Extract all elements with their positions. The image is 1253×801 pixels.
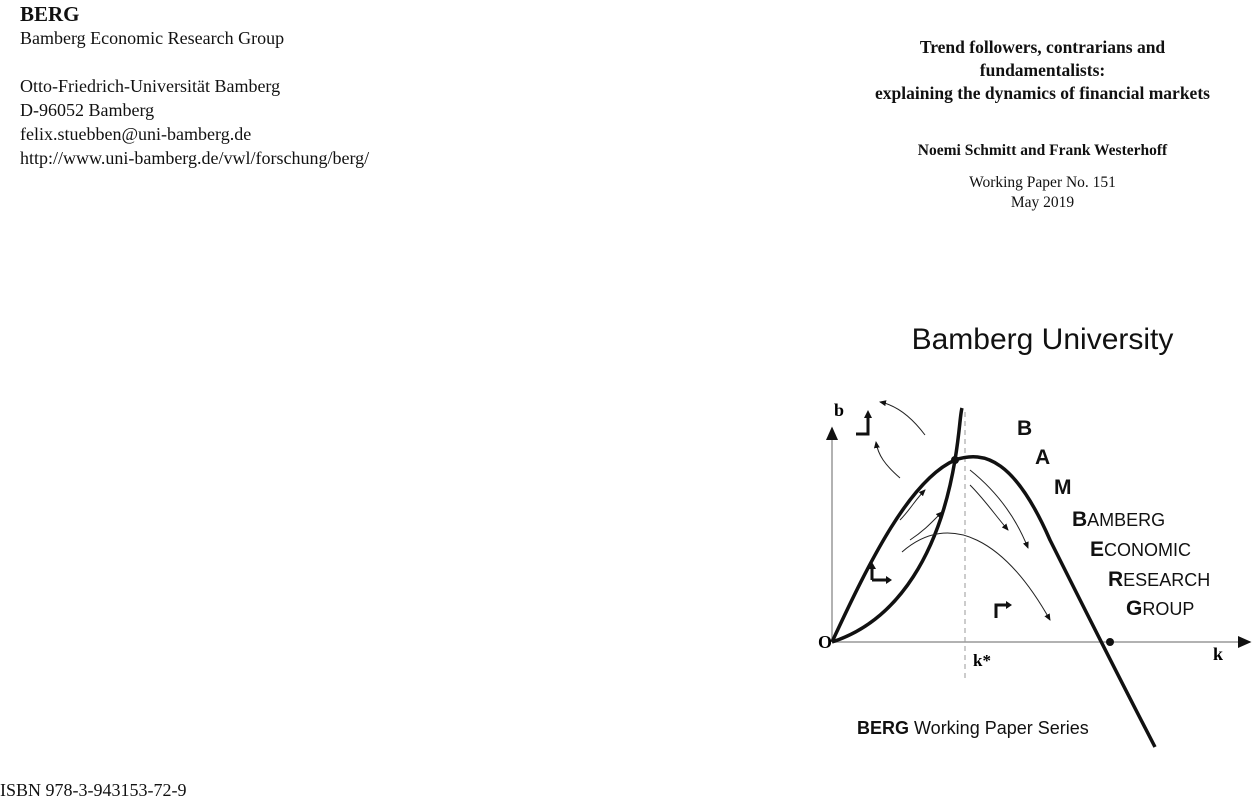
paper-title-line-1: Trend followers, contrarians and [919, 37, 1166, 57]
flow-arrow [899, 489, 926, 521]
direction-glyph [856, 414, 870, 436]
x-axis-label: k [1213, 644, 1223, 664]
logo-word-economic: ECONOMIC [1090, 538, 1191, 561]
working-paper-number: Working Paper No. 151 [969, 174, 1116, 191]
postcode-city: D-96052 Bamberg [20, 100, 155, 120]
flow-arrow [879, 400, 926, 436]
isbn: ISBN 978-3-943153-72-9 [0, 780, 187, 800]
series-label-rest: Working Paper Series [909, 718, 1089, 738]
root-point [1106, 638, 1114, 646]
k-star-label: k* [973, 651, 991, 670]
flow-arrow [901, 532, 1051, 621]
logo-letter-m: M [1054, 476, 1072, 499]
origin-label: O [818, 632, 832, 652]
y-axis-label: b [834, 400, 844, 420]
paper-date: May 2019 [1010, 194, 1075, 211]
series-label: BERG Working Paper Series [857, 717, 1089, 739]
berg-logo: b O k* k B A M BAMBERG ECONOMIC RESEARCH… [818, 400, 1252, 748]
university-name: Otto-Friedrich-Universität Bamberg [20, 76, 281, 96]
logo-word-bamberg: BAMBERG [1072, 508, 1165, 531]
paper-authors: Noemi Schmitt and Frank Westerhoff [917, 142, 1168, 159]
flow-arrow [873, 441, 901, 479]
logo-word-group: GROUP [1126, 597, 1194, 620]
university-heading: Bamberg University [911, 323, 1174, 356]
publisher-block: BERG Bamberg Economic Research Group Ott… [20, 2, 369, 170]
paper-info: Trend followers, contrarians and fundame… [830, 36, 1253, 213]
hump-curve [830, 455, 1157, 748]
logo-letter-a: A [1035, 446, 1050, 469]
lower-curve [831, 407, 964, 644]
intersection-point [951, 456, 959, 464]
logo-letter-b: B [1017, 417, 1032, 440]
flow-arrow [969, 469, 1029, 549]
website-link[interactable]: http://www.uni-bamberg.de/vwl/forschung/… [20, 148, 370, 168]
paper-title-line-3: explaining the dynamics of financial mar… [875, 83, 1210, 103]
logo-word-research: RESEARCH [1108, 568, 1210, 591]
publisher-name: Bamberg Economic Research Group [20, 28, 285, 48]
direction-glyph [994, 603, 1006, 618]
flow-arrow [969, 484, 1009, 531]
flow-arrow [909, 511, 943, 541]
paper-title-line-2: fundamentalists: [979, 60, 1106, 80]
series-label-bold: BERG [857, 718, 910, 738]
email-link[interactable]: felix.stuebben@uni-bamberg.de [20, 124, 252, 144]
publisher-acronym: BERG [20, 2, 80, 26]
